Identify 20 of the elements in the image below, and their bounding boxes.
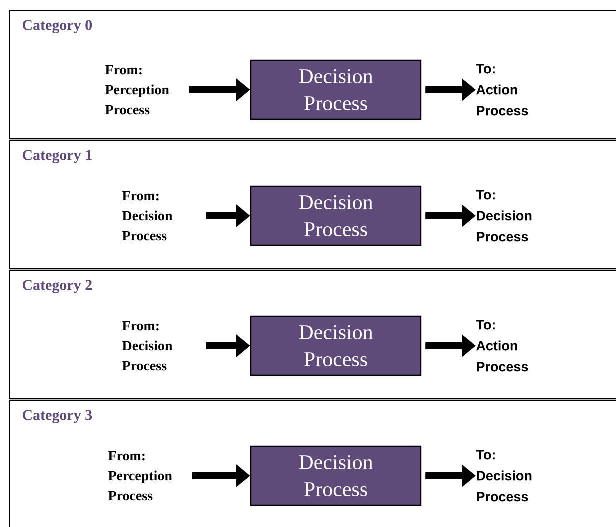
process-box: Decision Process <box>250 60 422 120</box>
panel-heading: Category 0 <box>22 20 92 34</box>
source-label: From: Perception Process <box>105 65 170 115</box>
source-label: From: Decision Process <box>122 191 173 241</box>
panel-heading: Category 3 <box>22 410 92 424</box>
panel <box>9 140 616 270</box>
source-label: From: Perception Process <box>108 451 172 501</box>
target-label: To: Action Process <box>476 320 528 372</box>
process-box: Decision Process <box>250 446 422 506</box>
panel <box>9 10 616 140</box>
panel <box>9 400 616 527</box>
panel-heading: Category 2 <box>22 280 92 294</box>
panel-heading: Category 1 <box>22 150 92 164</box>
process-box: Decision Process <box>250 186 422 246</box>
target-label: To: Action Process <box>476 64 528 116</box>
process-box: Decision Process <box>250 316 422 376</box>
source-label: From: Decision Process <box>122 321 173 371</box>
target-label: To: Decision Process <box>476 450 532 502</box>
target-label: To: Decision Process <box>476 190 532 242</box>
panel <box>9 270 616 400</box>
